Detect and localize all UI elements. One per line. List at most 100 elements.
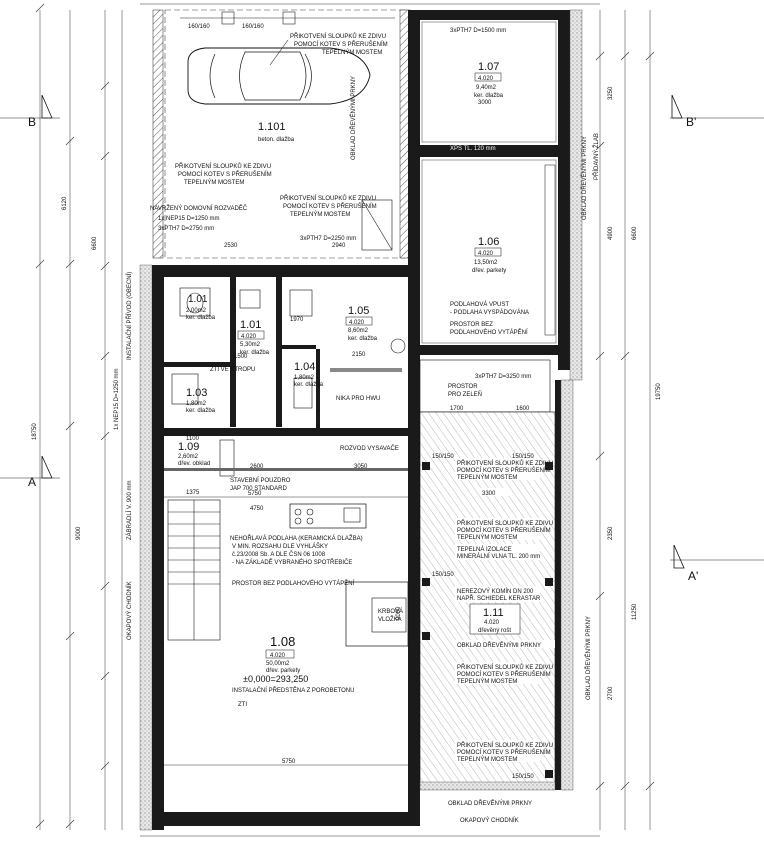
section-label-b-prime: B' xyxy=(686,115,696,129)
svg-text:4.020: 4.020 xyxy=(484,620,500,626)
note-vysavac: ROZVOD VYSAVAČE xyxy=(340,445,399,452)
section-label-a: A xyxy=(28,475,36,489)
svg-text:18750: 18750 xyxy=(32,423,38,440)
svg-text:PŘIKOTVENÍ SLOUPKŮ KE ZDIVU: PŘIKOTVENÍ SLOUPKŮ KE ZDIVU xyxy=(457,459,553,467)
dim-1600: 1600 xyxy=(516,406,530,412)
note-instal-predstena: INSTALAČNÍ PŘEDSTĚNA Z POROBETONU xyxy=(232,686,354,694)
svg-text:VLOŽKA: VLOŽKA xyxy=(378,615,402,623)
section-label-b: B xyxy=(28,115,36,129)
svg-text:1.11: 1.11 xyxy=(483,607,504,619)
svg-text:KRBOVÁ: KRBOVÁ xyxy=(378,608,403,615)
svg-text:3xPTH7 D=2250 mm: 3xPTH7 D=2250 mm xyxy=(300,236,356,242)
room-106-area: 13,50m2 xyxy=(474,260,498,266)
svg-text:1x NEP15 D=1250 mm: 1x NEP15 D=1250 mm xyxy=(158,216,220,222)
svg-text:4900: 4900 xyxy=(608,226,614,240)
section-marker-a-left: A xyxy=(0,455,60,489)
svg-text:PŘIKOTVENÍ SLOUPKŮ KE ZDIVU: PŘIKOTVENÍ SLOUPKŮ KE ZDIVU xyxy=(457,741,553,749)
svg-text:TEPELNÝM MOSTEM: TEPELNÝM MOSTEM xyxy=(290,211,350,218)
svg-text:NAVRŽENÝ DOMOVNÍ ROZVADĚČ: NAVRŽENÝ DOMOVNÍ ROZVADĚČ xyxy=(150,204,248,212)
svg-text:4.020: 4.020 xyxy=(241,334,257,340)
room-1101-num: 1.101 xyxy=(258,121,286,133)
svg-text:5,30m2: 5,30m2 xyxy=(240,342,261,348)
svg-text:ker. dlažba: ker. dlažba xyxy=(186,408,216,414)
dim-160-a: 160/160 xyxy=(188,24,210,30)
svg-text:ker. dlažba: ker. dlažba xyxy=(240,350,270,356)
car-icon xyxy=(187,47,371,105)
svg-text:2700: 2700 xyxy=(608,686,614,700)
svg-text:2530: 2530 xyxy=(224,243,238,249)
svg-text:PŘIKOTVENÍ SLOUPKŮ KE ZDIVU: PŘIKOTVENÍ SLOUPKŮ KE ZDIVU xyxy=(280,194,376,202)
svg-text:dřev. obklad: dřev. obklad xyxy=(178,461,210,467)
fireplace: KRBOVÁ VLOŽKA xyxy=(345,581,409,647)
svg-text:5750: 5750 xyxy=(248,491,262,497)
note-zti-lower: ZTI xyxy=(238,702,247,708)
svg-text:150/150: 150/150 xyxy=(512,774,534,780)
note-okapovy-bottom: OKAPOVÝ CHODNÍK xyxy=(460,817,519,824)
stairs xyxy=(167,499,221,641)
svg-text:1,80m2: 1,80m2 xyxy=(186,401,207,407)
section-marker-b-left: B xyxy=(0,94,60,129)
room-109-tag: 1.09 2,60m2 dřev. obklad xyxy=(164,439,408,477)
svg-text:1100: 1100 xyxy=(186,436,200,442)
svg-text:PODLAHOVÉHO VYTÁPĚNÍ: PODLAHOVÉHO VYTÁPĚNÍ xyxy=(450,328,528,336)
svg-text:TEPELNÝM MOSTEM: TEPELNÝM MOSTEM xyxy=(457,534,517,541)
svg-text:1.01: 1.01 xyxy=(188,294,208,305)
svg-text:PODLAHOVÁ VPUST: PODLAHOVÁ VPUST xyxy=(450,301,509,308)
svg-text:6600: 6600 xyxy=(92,236,98,250)
svg-text:150/150: 150/150 xyxy=(432,572,454,578)
svg-text:4.020: 4.020 xyxy=(349,320,365,326)
note-obklad-vertical-bottom: OBKLAD DŘEVĚNÝMI PRKNY xyxy=(584,616,592,700)
room-101-tag: 1.01 4.020 5,30m2 ker. dlažba xyxy=(237,319,270,356)
note-zabradli: ZÁBRADLÍ V. 900 mm xyxy=(126,481,133,540)
dim-160-b: 160/160 xyxy=(242,24,264,30)
svg-text:2,60m2: 2,60m2 xyxy=(178,454,199,460)
note-sloupek-top-1: PŘIKOTVENÍ SLOUPKŮ KE ZDIVU xyxy=(290,32,386,40)
svg-text:6120: 6120 xyxy=(62,196,68,210)
svg-text:3xPTH7 D=2750 mm: 3xPTH7 D=2750 mm xyxy=(158,226,214,232)
room-107-floor: ker. dlažba xyxy=(474,93,504,99)
note-nehorlava: NEHOŘLAVÁ PODLAHA (KERAMICKÁ DLAŽBA) V M… xyxy=(230,534,363,566)
room-107-code: 4.020 xyxy=(478,76,494,82)
svg-text:- PODLAHA VYSPÁDOVÁNA: - PODLAHA VYSPÁDOVÁNA xyxy=(450,309,529,316)
svg-text:POMOCÍ KOTEV S PŘERUŠENÍM: POMOCÍ KOTEV S PŘERUŠENÍM xyxy=(457,748,551,756)
svg-text:PŘIKOTVENÍ SLOUPKŮ KE ZDIVU: PŘIKOTVENÍ SLOUPKŮ KE ZDIVU xyxy=(457,663,553,671)
section-marker-a-right: A' xyxy=(670,544,764,583)
note-xps: XPS TL. 120 mm xyxy=(450,146,496,152)
note-sloupek-top-3: TEPELNÝM MOSTEM xyxy=(322,49,382,56)
note-zlab: PŘÍDAVNÝ ŽLAB xyxy=(592,133,600,180)
note-hwu: NIKA PRO HWU xyxy=(336,396,380,402)
upper-notes: PŘIKOTVENÍ SLOUPKŮ KE ZDIVU POMOCÍ KOTEV… xyxy=(150,162,393,251)
svg-text:POMOCÍ KOTEV S PŘERUŠENÍM: POMOCÍ KOTEV S PŘERUŠENÍM xyxy=(457,526,551,534)
svg-text:19750: 19750 xyxy=(656,383,662,400)
svg-text:dřev. parkety: dřev. parkety xyxy=(266,668,300,674)
carport: 160/160 160/160 xyxy=(152,9,411,259)
right-outer-strip xyxy=(569,9,583,381)
svg-text:PROSTOR BEZ: PROSTOR BEZ xyxy=(450,322,493,328)
svg-text:±0,000=293,250: ±0,000=293,250 xyxy=(243,674,308,684)
note-obklad-vertical-top: OBKLAD DŘEVĚNÝMI PRKNY xyxy=(580,136,588,220)
room-105-tag: 1.05 4.020 8,60m2 ker. dlažba xyxy=(345,305,378,342)
room-106-walls xyxy=(408,157,568,357)
svg-text:NEHOŘLAVÁ PODLAHA (KERAMICKÁ D: NEHOŘLAVÁ PODLAHA (KERAMICKÁ DLAŽBA) xyxy=(230,534,363,542)
right-dimension-lines xyxy=(595,10,655,830)
svg-text:NAPŘ. SCHIEDEL KERASTAR: NAPŘ. SCHIEDEL KERASTAR xyxy=(457,594,541,602)
section-label-a-prime: A' xyxy=(688,569,698,583)
room-107-tag: 1.07 4.020 9,40m2 ker. dlažba xyxy=(474,61,504,99)
right-dim-texts: 19750 6600 11250 4900 3250 2700 2350 xyxy=(608,86,662,700)
room-106-num: 1.06 xyxy=(478,236,499,248)
section-marker-b-right: B' xyxy=(670,94,764,129)
svg-text:2350: 2350 xyxy=(608,526,614,540)
note-sloupek-top-2: POMOCÍ KOTEV S PŘERUŠENÍM xyxy=(294,40,388,48)
svg-text:2150: 2150 xyxy=(352,352,366,358)
room-106-code: 4.020 xyxy=(478,251,494,257)
service-rooms xyxy=(164,277,408,436)
svg-text:POMOCÍ KOTEV S PŘERUŠENÍM: POMOCÍ KOTEV S PŘERUŠENÍM xyxy=(178,170,272,178)
svg-text:TEPELNÝM MOSTEM: TEPELNÝM MOSTEM xyxy=(184,179,244,186)
note-jap: JAP 700 STANDARD xyxy=(230,486,287,492)
svg-text:150/150: 150/150 xyxy=(512,454,534,460)
note-vpust: PODLAHOVÁ VPUST - PODLAHA VYSPÁDOVÁNA PR… xyxy=(450,301,529,336)
room-108-tag: 1.08 4.020 50,00m2 dřev. parkety ±0,000=… xyxy=(243,634,308,684)
svg-text:1375: 1375 xyxy=(186,490,200,496)
dim-1700: 1700 xyxy=(450,406,464,412)
